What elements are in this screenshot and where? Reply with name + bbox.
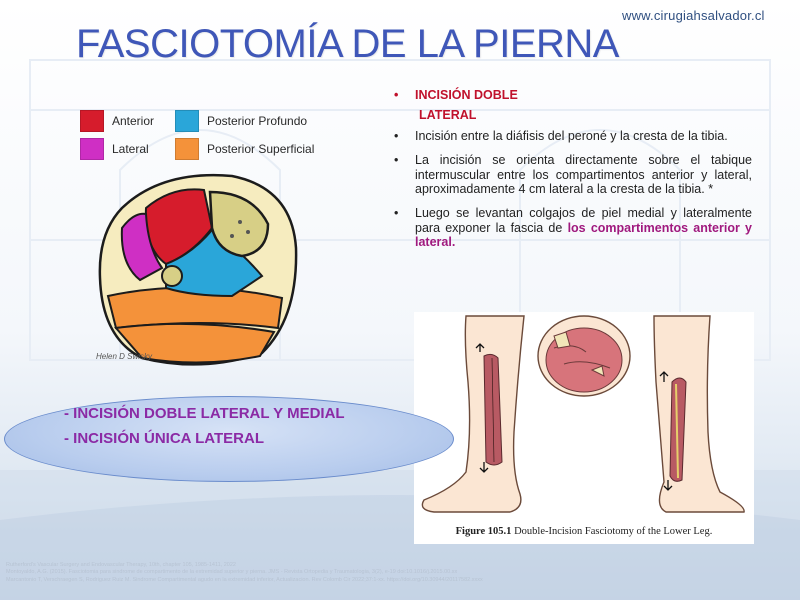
bullet-dot: • <box>394 88 399 102</box>
bullet-item: • Incisión entre la diáfisis del peroné … <box>392 129 752 143</box>
fasciotomy-figure: Figure 105.1 Double-Incision Fasciotomy … <box>414 312 754 544</box>
bullet-item: • Luego se levantan colgajos de piel med… <box>392 206 752 249</box>
incision-options-callout <box>4 396 454 482</box>
reference-line: Rutherford's Vascular Surgery and Endova… <box>6 562 236 568</box>
bullet-end: . <box>451 235 456 249</box>
reference-line: Montoyaldo, A.G. (2015). Fasciotomia par… <box>6 569 458 576</box>
bullet-dot: • <box>394 206 399 221</box>
heading-line1: INCISIÓN DOBLE <box>415 88 518 102</box>
legend-item-posterior-superficial: Posterior Superficial <box>175 138 314 160</box>
bullet-dot: • <box>394 153 399 168</box>
legend-item-lateral: Lateral <box>80 138 149 160</box>
figure-number: Figure 105.1 <box>455 526 512 537</box>
leg-incision-illustration <box>421 315 745 513</box>
bullet-dot: • <box>394 128 399 143</box>
leg-cross-section-illustration <box>98 173 298 366</box>
legend-label: Posterior Profundo <box>207 114 308 128</box>
legend-swatch <box>80 110 104 132</box>
heading-line2: LATERAL <box>419 108 477 123</box>
figure-caption: Figure 105.1 Double-Incision Fasciotomy … <box>414 526 754 537</box>
legend-swatch <box>80 138 104 160</box>
slide-title: FASCIOTOMÍA DE LA PIERNA <box>76 22 619 66</box>
legend-item-posterior-profundo: Posterior Profundo <box>175 110 307 132</box>
bullet-text: Incisión entre la diáfisis del peroné y … <box>415 128 728 143</box>
bullet-text: La incisión se orienta directamente sobr… <box>415 153 752 196</box>
legend-swatch <box>175 138 199 160</box>
bullet-heading: • INCISIÓN DOBLE LATERAL <box>392 88 752 123</box>
compartment-legend: Anterior Posterior Profundo Lateral Post… <box>80 108 340 166</box>
bullet-item: • La incisión se orienta directamente so… <box>392 153 752 196</box>
highlight-compartments: los compartimentos anterior y lateral <box>415 220 753 249</box>
note-line2: - INCISIÓN ÚNICA LATERAL <box>64 430 264 447</box>
reference-line: Marcantonio T, Verschraegen S, Rodriguez… <box>6 576 483 583</box>
legend-label: Lateral <box>112 142 149 156</box>
website-url: www.cirugiahsalvador.cl <box>622 8 765 23</box>
procedure-bullets: • INCISIÓN DOBLE LATERAL • Incisión entr… <box>392 88 752 259</box>
legend-item-anterior: Anterior <box>80 110 154 132</box>
legend-label: Anterior <box>112 114 155 128</box>
legend-label: Posterior Superficial <box>207 142 315 156</box>
artist-signature: Helen D Swisky <box>96 352 153 361</box>
bullet-text: Luego se levantan colgajos de piel media… <box>415 206 752 235</box>
figure-caption-text: Double-Incision Fasciotomy of the Lower … <box>514 526 713 537</box>
note-line1: - INCISIÓN DOBLE LATERAL Y MEDIAL <box>64 405 345 422</box>
references: Rutherford's Vascular Surgery and Endova… <box>6 562 706 584</box>
legend-swatch <box>175 110 199 132</box>
